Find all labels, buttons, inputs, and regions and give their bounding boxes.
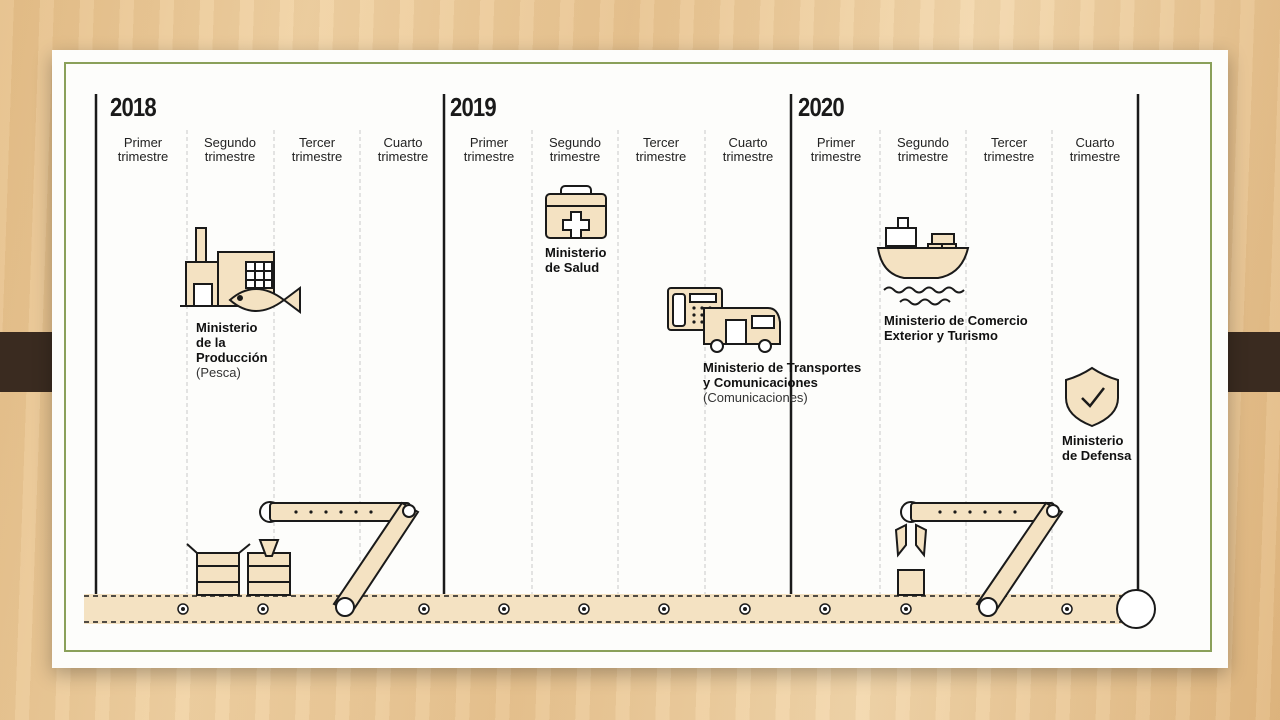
ministry-produccion-label: Ministerio de la Producción (Pesca) — [196, 320, 268, 380]
cargo-ship-icon — [876, 217, 970, 306]
factory-fish-icon — [180, 227, 301, 314]
quarter-dividers — [186, 130, 1053, 595]
conveyor-belt — [84, 589, 1156, 629]
year-2020: 2020 — [798, 92, 845, 122]
phone-bus-icon — [667, 287, 781, 353]
robot-arm-right-icon — [894, 501, 1064, 617]
ministry-transportes-label: Ministerio de Transportes y Comunicacion… — [703, 360, 862, 405]
ministry-defensa-label: Ministerio de Defensa — [1062, 433, 1132, 463]
ministry-comercio-label: Ministerio de Comercio Exterior y Turism… — [884, 313, 1028, 343]
year-2019: 2019 — [450, 92, 497, 122]
robot-arm-left-icon — [186, 501, 420, 617]
slide-frame — [64, 62, 1212, 652]
ministry-salud-label: Ministerio de Salud — [545, 245, 607, 275]
shield-check-icon — [1065, 366, 1119, 428]
year-2018: 2018 — [110, 92, 157, 122]
medical-kit-icon — [545, 185, 607, 239]
year-dividers — [94, 94, 1140, 595]
